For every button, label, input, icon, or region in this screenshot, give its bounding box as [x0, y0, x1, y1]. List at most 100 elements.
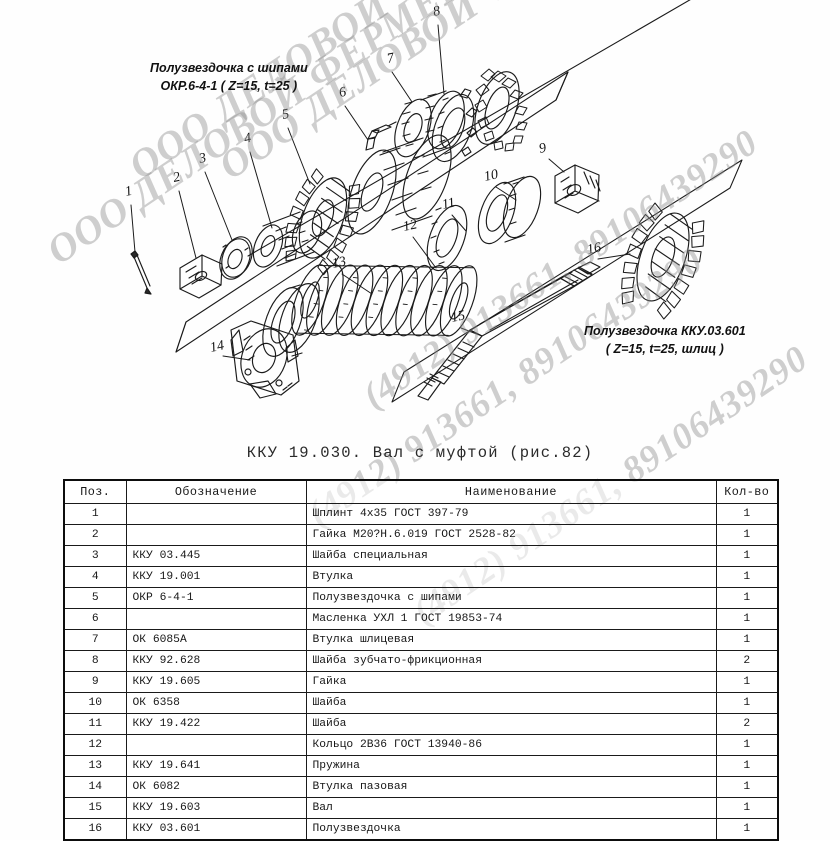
cell-pos: 15 [63, 797, 127, 819]
cell-name: Кольцо 2В36 ГОСТ 13940-86 [305, 734, 717, 756]
callout-number: 15 [450, 308, 467, 326]
cell-name: Шайба зубчато-фрикционная [305, 650, 717, 672]
cell-designation: ОК 6082 [125, 776, 307, 798]
cell-qty: 1 [715, 671, 779, 693]
header-position: Поз. [63, 479, 127, 504]
cell-pos: 6 [63, 608, 127, 630]
cell-qty: 1 [715, 545, 779, 567]
callout-number: 10 [483, 167, 500, 185]
cell-designation [125, 734, 307, 756]
cell-pos: 2 [63, 524, 127, 546]
cell-name: Полузвездочка с шипами [305, 587, 717, 609]
cell-qty: 1 [715, 503, 779, 525]
cell-designation: ОК 6358 [125, 692, 307, 714]
header-name: Наименование [305, 479, 717, 504]
cell-name: Шайба [305, 692, 717, 714]
cell-designation: ОКР 6-4-1 [125, 587, 307, 609]
cell-designation: ККУ 19.001 [125, 566, 307, 588]
cell-name: Полузвездочка [305, 818, 717, 841]
callout-number: 12 [402, 217, 419, 235]
callout-number: 5 [281, 107, 291, 123]
cell-pos: 7 [63, 629, 127, 651]
cell-name: Пружина [305, 755, 717, 777]
figure-caption: ККУ 19.030. Вал с муфтой (рис.82) [246, 444, 594, 462]
note-left-sprocket: Полузвездочка с шипами ОКР.6-4-1 ( Z=15,… [150, 59, 308, 95]
cell-qty: 1 [715, 566, 779, 588]
cell-pos: 14 [63, 776, 127, 798]
callout-number: 1 [124, 184, 134, 200]
cell-qty: 1 [715, 755, 779, 777]
header-designation: Обозначение [125, 479, 307, 504]
note-left-line2: ОКР.6-4-1 ( Z=15, t=25 ) [160, 79, 298, 94]
cell-designation [125, 608, 307, 630]
cell-name: Масленка УХЛ 1 ГОСТ 19853-74 [305, 608, 717, 630]
cell-designation [125, 503, 307, 525]
cell-qty: 1 [715, 734, 779, 756]
cell-designation: ККУ 03.601 [125, 818, 307, 841]
cell-pos: 1 [63, 503, 127, 525]
cell-qty: 2 [715, 713, 779, 735]
cell-qty: 1 [715, 818, 779, 841]
cell-name: Гайка [305, 671, 717, 693]
cell-pos: 5 [63, 587, 127, 609]
cell-qty: 1 [715, 692, 779, 714]
cell-pos: 9 [63, 671, 127, 693]
header-quantity: Кол-во [715, 479, 779, 504]
callout-number: 16 [586, 240, 603, 258]
cell-qty: 1 [715, 524, 779, 546]
cell-designation [125, 524, 307, 546]
cell-pos: 3 [63, 545, 127, 567]
cell-designation: ККУ 19.641 [125, 755, 307, 777]
cell-name: Втулка шлицевая [305, 629, 717, 651]
cell-pos: 12 [63, 734, 127, 756]
callout-number: 3 [197, 151, 208, 167]
cell-pos: 4 [63, 566, 127, 588]
cell-designation: ККУ 19.422 [125, 713, 307, 735]
cell-pos: 13 [63, 755, 127, 777]
callout-number: 11 [441, 196, 457, 213]
cell-qty: 1 [715, 797, 779, 819]
cell-name: Шайба [305, 713, 717, 735]
cell-designation: ОК 6085А [125, 629, 307, 651]
callout-number: 6 [338, 85, 348, 101]
table-header-row: Поз. Обозначение Наименование Кол-во [63, 479, 779, 504]
cell-designation: ККУ 92.628 [125, 650, 307, 672]
callout-number: 14 [209, 338, 226, 356]
cell-name: Шайба специальная [305, 545, 717, 567]
cell-pos: 16 [63, 818, 127, 841]
note-right-line2: ( Z=15, t=25, шлиц ) [605, 342, 724, 357]
cell-pos: 10 [63, 692, 127, 714]
callout-number: 7 [386, 51, 397, 67]
note-right-sprocket: Полузвездочка ККУ.03.601 ( Z=15, t=25, ш… [584, 322, 746, 358]
cell-qty: 1 [715, 608, 779, 630]
cell-name: Втулка пазовая [305, 776, 717, 798]
cell-name: Шплинт 4х35 ГОСТ 397-79 [305, 503, 717, 525]
cell-qty: 1 [715, 776, 779, 798]
cell-qty: 1 [715, 629, 779, 651]
cell-pos: 11 [63, 713, 127, 735]
cell-name: Гайка М20?Н.6.019 ГОСТ 2528-82 [305, 524, 717, 546]
cell-pos: 8 [63, 650, 127, 672]
callout-number: 4 [243, 131, 253, 147]
cell-designation: ККУ 03.445 [125, 545, 307, 567]
cell-designation: ККУ 19.603 [125, 797, 307, 819]
callout-number: 2 [172, 170, 182, 186]
